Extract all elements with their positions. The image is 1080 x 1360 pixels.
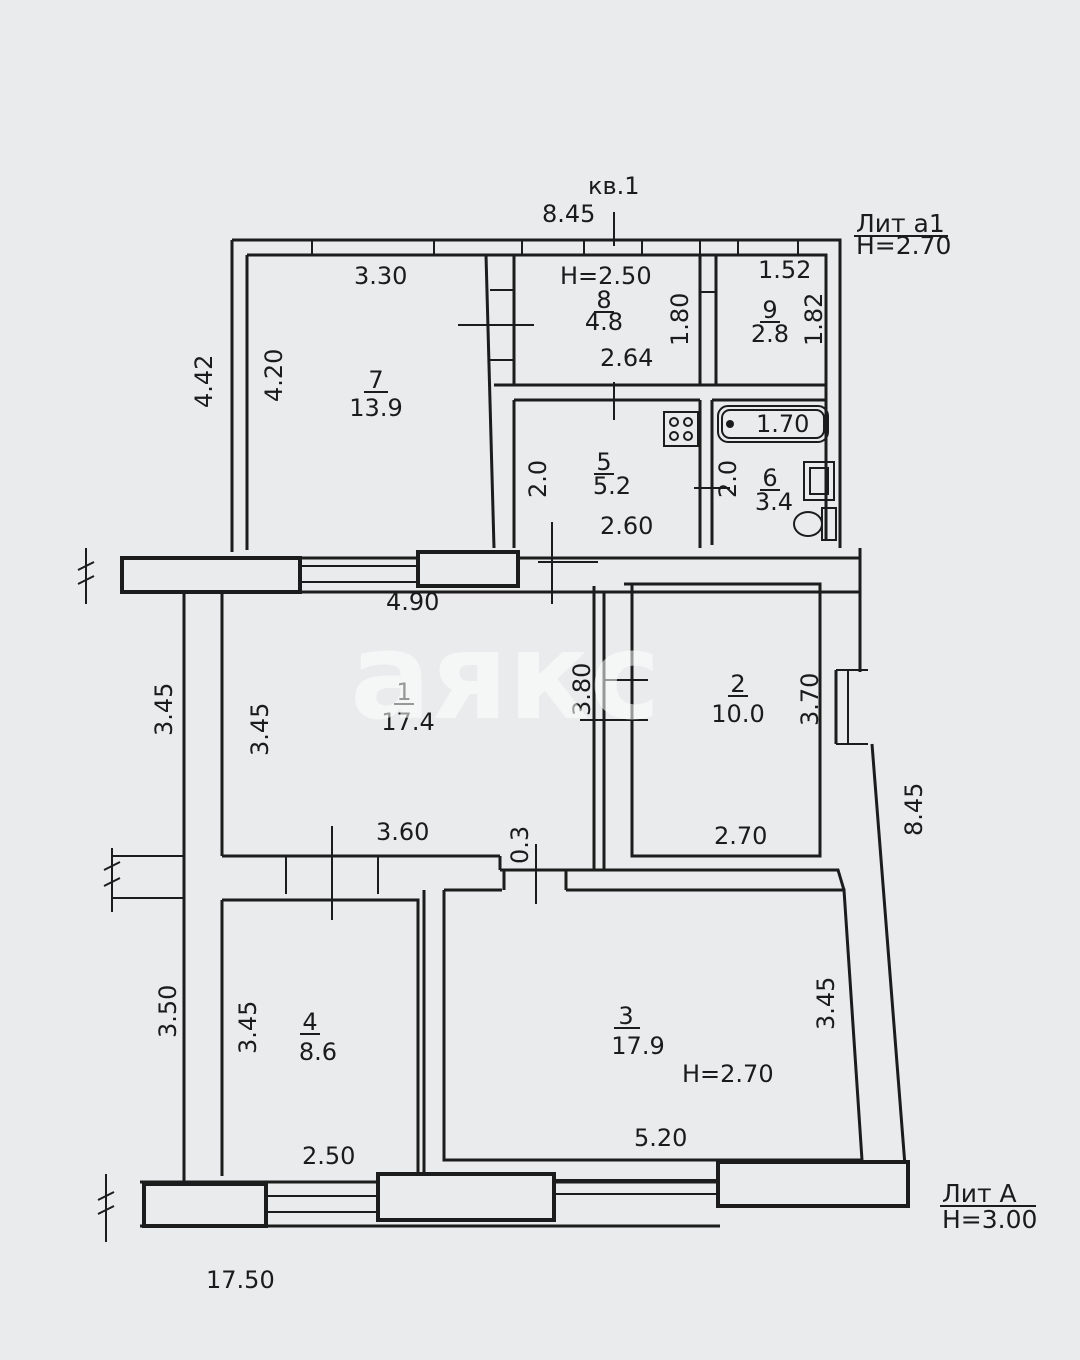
svg-text:13.9: 13.9 bbox=[349, 394, 402, 422]
svg-text:10.0: 10.0 bbox=[711, 700, 764, 728]
apartment-label: кв.1 bbox=[588, 172, 640, 200]
liter-a1-name: Лит а1 bbox=[856, 209, 945, 238]
dim-room4-side: 3.45 bbox=[234, 1001, 262, 1054]
dim-room5-bottom: 2.60 bbox=[600, 512, 653, 540]
room-label-9: 9 2.8 bbox=[751, 296, 789, 348]
dim-room9-height: 1.82 bbox=[800, 293, 828, 346]
svg-text:3.4: 3.4 bbox=[755, 488, 793, 516]
dim-room6-side: 2.0 bbox=[714, 460, 742, 498]
liter-a1-walls bbox=[230, 238, 842, 552]
dim-bottom-total: 17.50 bbox=[206, 1266, 275, 1294]
top-dimension: 8.45 bbox=[542, 200, 595, 228]
svg-text:7: 7 bbox=[368, 366, 383, 394]
dim-room3-side: 3.45 bbox=[812, 977, 840, 1030]
dim-room8-side: 1.80 bbox=[666, 293, 694, 346]
dim-room1-top: 4.90 bbox=[386, 588, 439, 616]
svg-text:3: 3 bbox=[618, 1002, 633, 1030]
room-label-7: 7 13.9 bbox=[349, 366, 402, 422]
svg-text:17.9: 17.9 bbox=[611, 1032, 664, 1060]
stove-icon bbox=[663, 411, 699, 447]
svg-text:5: 5 bbox=[596, 448, 611, 476]
room-label-4: 4 8.6 bbox=[299, 1008, 337, 1066]
dim-left-middle: 3.45 bbox=[150, 683, 178, 736]
dim-room9-width: 1.52 bbox=[758, 256, 811, 284]
svg-text:4: 4 bbox=[302, 1008, 317, 1036]
dim-corridor-width: 0.3 bbox=[506, 826, 534, 864]
dim-room1-bottom: 3.60 bbox=[376, 818, 429, 846]
room-label-5: 5 5.2 bbox=[593, 448, 631, 500]
room-label-8: 8 4.8 bbox=[585, 286, 623, 336]
dim-room8-bottom: 2.64 bbox=[600, 344, 653, 372]
svg-text:17.4: 17.4 bbox=[381, 708, 434, 736]
svg-text:1: 1 bbox=[396, 678, 411, 706]
room-label-6: 6 3.4 bbox=[755, 464, 793, 516]
room8-height-label: H=2.50 bbox=[560, 262, 652, 290]
svg-text:5.2: 5.2 bbox=[593, 472, 631, 500]
liter-a-walls bbox=[77, 522, 910, 1242]
dim-right-total: 8.45 bbox=[900, 783, 928, 836]
svg-text:2.8: 2.8 bbox=[751, 320, 789, 348]
dim-room3-bottom: 5.20 bbox=[634, 1124, 687, 1152]
dim-partition-length: 3.80 bbox=[568, 663, 596, 716]
dim-left-upper: 4.42 bbox=[190, 355, 218, 408]
liter-a-height: H=3.00 bbox=[942, 1205, 1037, 1234]
bathtub-icon bbox=[717, 405, 829, 443]
svg-text:2: 2 bbox=[730, 670, 745, 698]
liter-a-name: Лит А bbox=[942, 1179, 1017, 1208]
svg-text:9: 9 bbox=[762, 296, 777, 324]
dim-room2-bottom: 2.70 bbox=[714, 822, 767, 850]
svg-text:6: 6 bbox=[762, 464, 777, 492]
svg-text:8.6: 8.6 bbox=[299, 1038, 337, 1066]
watermark-logo: аякс bbox=[350, 608, 661, 747]
sink-icon bbox=[803, 461, 835, 501]
room-label-1: 1 17.4 bbox=[381, 678, 434, 736]
dim-room2-side: 3.70 bbox=[796, 673, 824, 726]
svg-text:4.8: 4.8 bbox=[585, 308, 623, 336]
dim-room7-width: 3.30 bbox=[354, 262, 407, 290]
dim-room4-bottom: 2.50 bbox=[302, 1142, 355, 1170]
dim-room7-height: 4.20 bbox=[260, 349, 288, 402]
room-label-2: 2 10.0 bbox=[711, 670, 764, 728]
room3-height-label: H=2.70 bbox=[682, 1060, 774, 1088]
toilet-icon bbox=[793, 507, 837, 541]
svg-text:8: 8 bbox=[596, 286, 611, 314]
dim-room5-side: 2.0 bbox=[524, 460, 552, 498]
dim-bath-length: 1.70 bbox=[756, 410, 809, 438]
dim-room1-side: 3.45 bbox=[246, 703, 274, 756]
room-label-3: 3 17.9 bbox=[611, 1002, 664, 1060]
dim-left-lower: 3.50 bbox=[154, 985, 182, 1038]
